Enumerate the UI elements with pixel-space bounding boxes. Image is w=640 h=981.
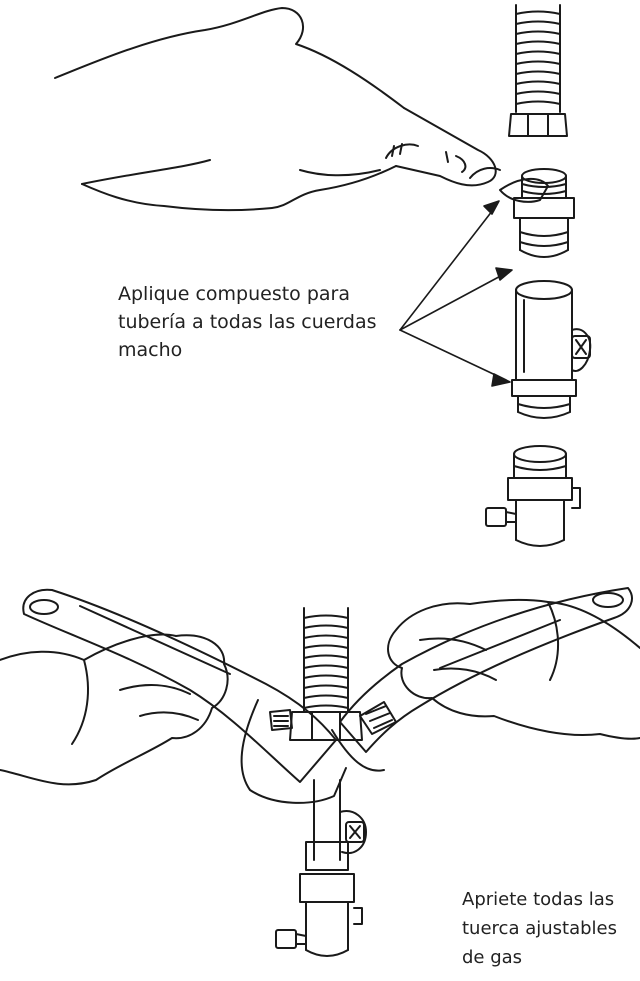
shutoff-valve (486, 446, 580, 546)
step-two-caption-line: tuerca ajustables (462, 918, 617, 939)
installed-tee-and-valve (276, 780, 366, 956)
left-hand-on-wrench (0, 635, 228, 785)
right-hand-on-wrench (388, 600, 640, 739)
step-two-caption-line: Apriete todas las (462, 889, 615, 910)
step-one-caption-line: macho (118, 339, 183, 361)
hand-applying-compound (55, 8, 500, 210)
leader-arrows (400, 201, 512, 386)
step-one-caption: Aplique compuesto para tubería a todas l… (118, 280, 377, 364)
step-two-caption-line: de gas (462, 947, 523, 968)
step-two-caption: Apriete todas las tuerca ajustables de g… (462, 885, 617, 972)
step-one-caption-line: tubería a todas las cuerdas (118, 311, 377, 333)
left-wrench (23, 590, 346, 803)
step-one-caption-line: Aplique compuesto para (118, 283, 350, 305)
pipe-nipple (500, 169, 574, 257)
step-one-illustration (55, 5, 590, 546)
right-wrench (332, 588, 632, 771)
flare-nut (509, 114, 567, 136)
flex-connector-coil (516, 5, 560, 112)
step-two-illustration (0, 588, 640, 956)
tee-fitting (512, 281, 590, 418)
flex-connector-coil-installed (290, 608, 362, 740)
